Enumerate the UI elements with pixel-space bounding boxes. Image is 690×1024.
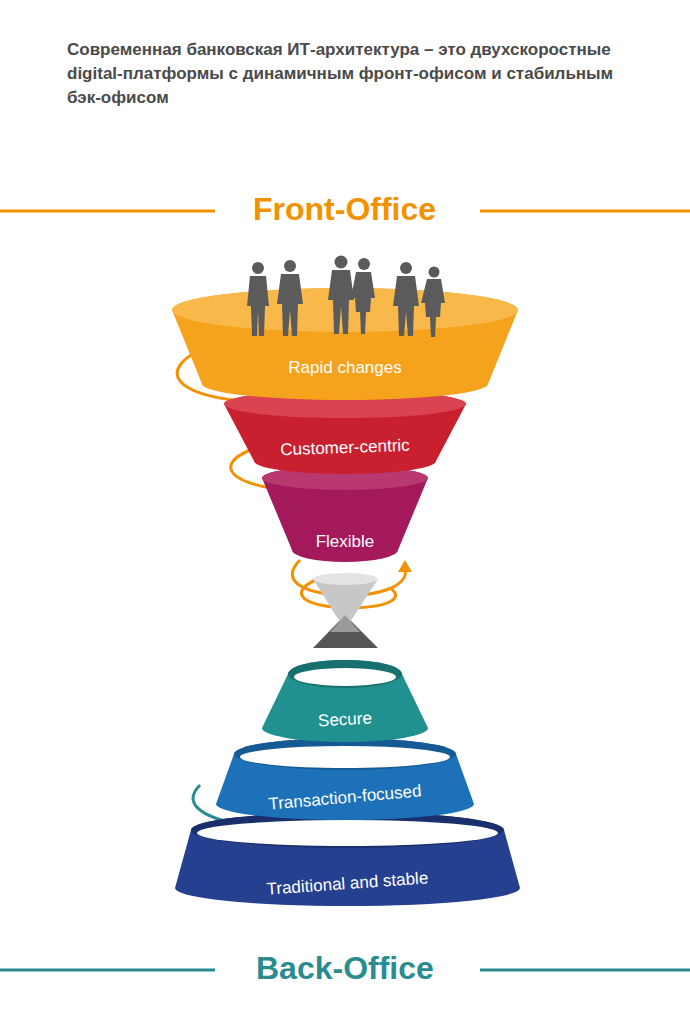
heading: Современная банковская ИТ-архитектура – … [67,38,647,110]
funnel-band: Flexible [262,466,428,562]
section-label: Front-Office [253,190,436,228]
rule-line [480,210,690,213]
rule-line [0,969,215,972]
hourglass-core [313,573,378,648]
band-shape [224,390,466,474]
funnel-band: Traditional and stable [175,812,520,906]
band-label: Flexible [262,533,428,552]
band-shape [172,288,518,400]
band-label: Rapid changes [172,359,518,378]
funnel-band: Transaction-focused [216,738,474,820]
rule-line [480,969,690,972]
funnel-band: Customer-centric [224,390,466,474]
rule-line [0,210,215,213]
funnel-band: Rapid changes [172,288,518,400]
section-label: Back-Office [256,949,434,987]
funnel-band: Secure [262,660,428,742]
